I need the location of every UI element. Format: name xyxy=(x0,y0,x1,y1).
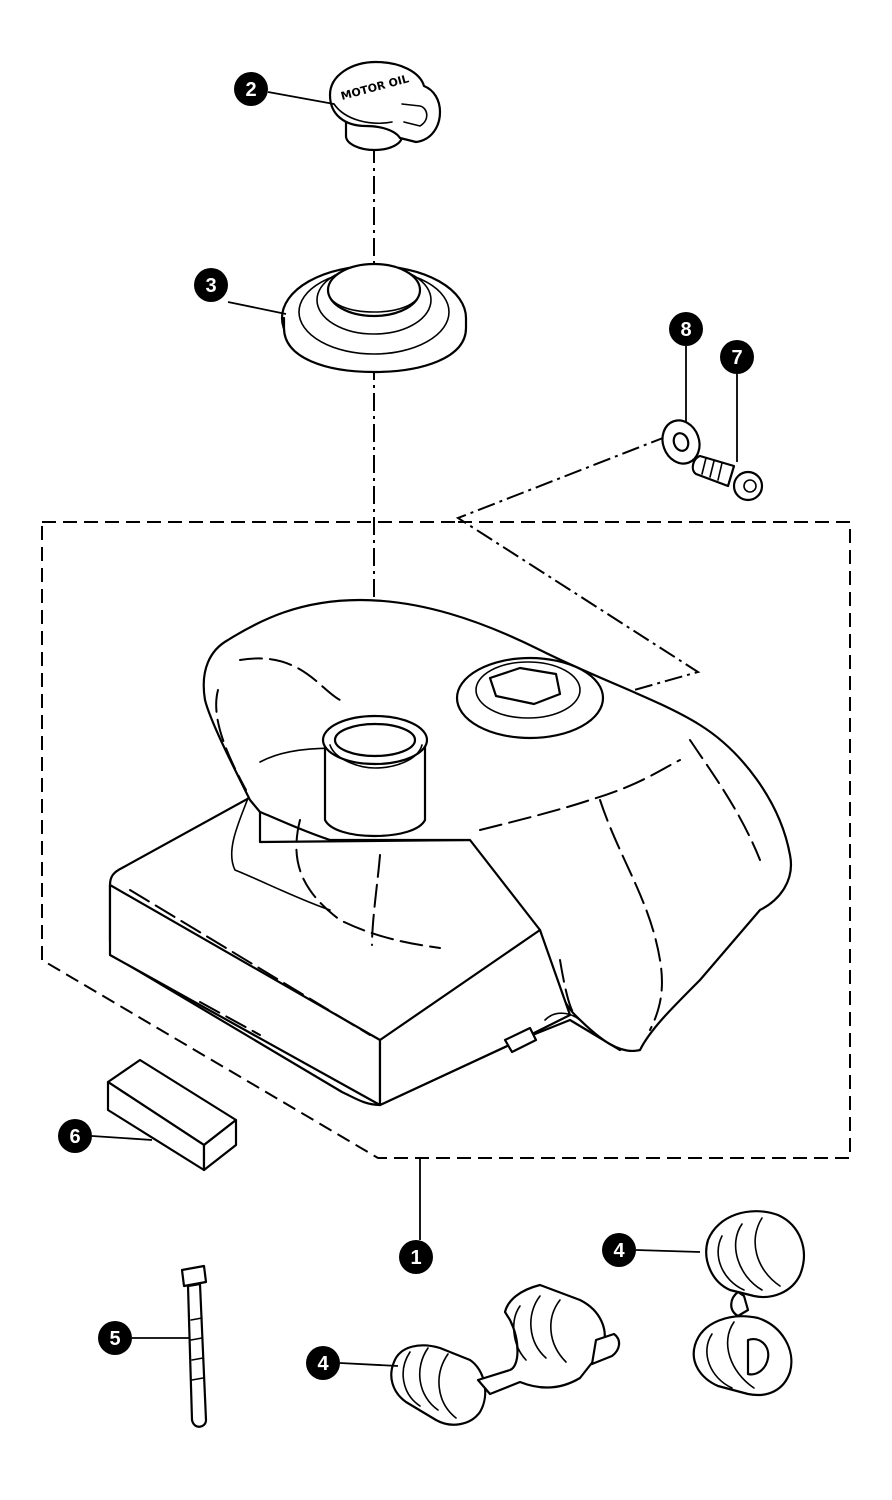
mounting-bolt xyxy=(691,454,764,502)
leader-2 xyxy=(267,91,335,105)
callout-4b: 4 xyxy=(602,1233,636,1267)
washer xyxy=(661,419,701,465)
assembly-boundary xyxy=(41,521,851,1159)
svg-text:1: 1 xyxy=(410,1247,421,1269)
hose-clamp-left xyxy=(390,1283,621,1426)
callout-8: 8 xyxy=(669,312,703,346)
callout-4a: 4 xyxy=(306,1346,340,1380)
filler-grommet xyxy=(280,262,468,374)
svg-text:5: 5 xyxy=(109,1328,120,1350)
svg-text:4: 4 xyxy=(317,1353,329,1375)
oil-tank xyxy=(108,598,793,1107)
cable-tie xyxy=(180,1264,208,1428)
svg-text:3: 3 xyxy=(205,275,216,297)
callout-6: 6 xyxy=(58,1119,92,1153)
leader-4b xyxy=(635,1249,701,1253)
callout-2: 2 xyxy=(234,72,268,106)
hose-clamp-right xyxy=(692,1210,805,1397)
callout-3: 3 xyxy=(194,268,228,302)
callout-1: 1 xyxy=(399,1240,433,1274)
svg-text:7: 7 xyxy=(731,347,742,369)
leader-3 xyxy=(227,301,287,315)
leader-6 xyxy=(91,1135,153,1141)
callout-5: 5 xyxy=(98,1321,132,1355)
leader-4a xyxy=(339,1362,399,1367)
svg-text:6: 6 xyxy=(69,1126,80,1148)
callout-7: 7 xyxy=(720,340,754,374)
svg-text:8: 8 xyxy=(680,319,691,341)
filler-cap: MOTOR OIL xyxy=(328,60,442,152)
rubber-pad xyxy=(106,1058,238,1172)
centerline-bolt xyxy=(455,435,701,695)
svg-text:4: 4 xyxy=(613,1240,625,1262)
svg-text:2: 2 xyxy=(245,79,256,101)
